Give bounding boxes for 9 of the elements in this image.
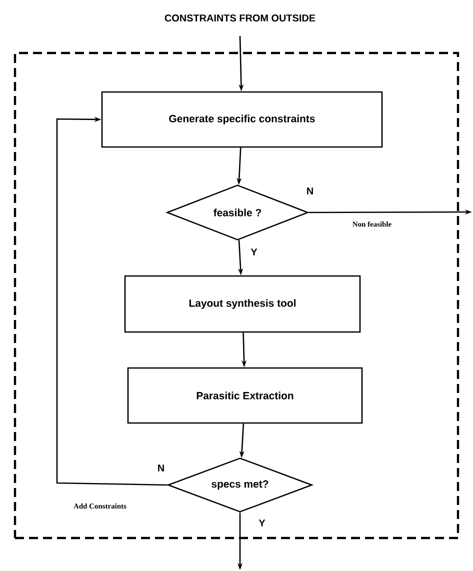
process-box: Parasitic Extraction — [127, 367, 363, 424]
process-box: Layout synthesis tool — [124, 275, 361, 333]
heading: CONSTRAINTS FROM OUTSIDE — [164, 14, 316, 22]
arrow — [56, 116, 168, 486]
branch-label: N — [307, 188, 313, 194]
process-box: Generate specific constraints — [101, 91, 383, 148]
dashed-frame — [14, 52, 460, 540]
edge-label: Y — [250, 248, 258, 256]
edge-label: Y — [258, 520, 266, 526]
